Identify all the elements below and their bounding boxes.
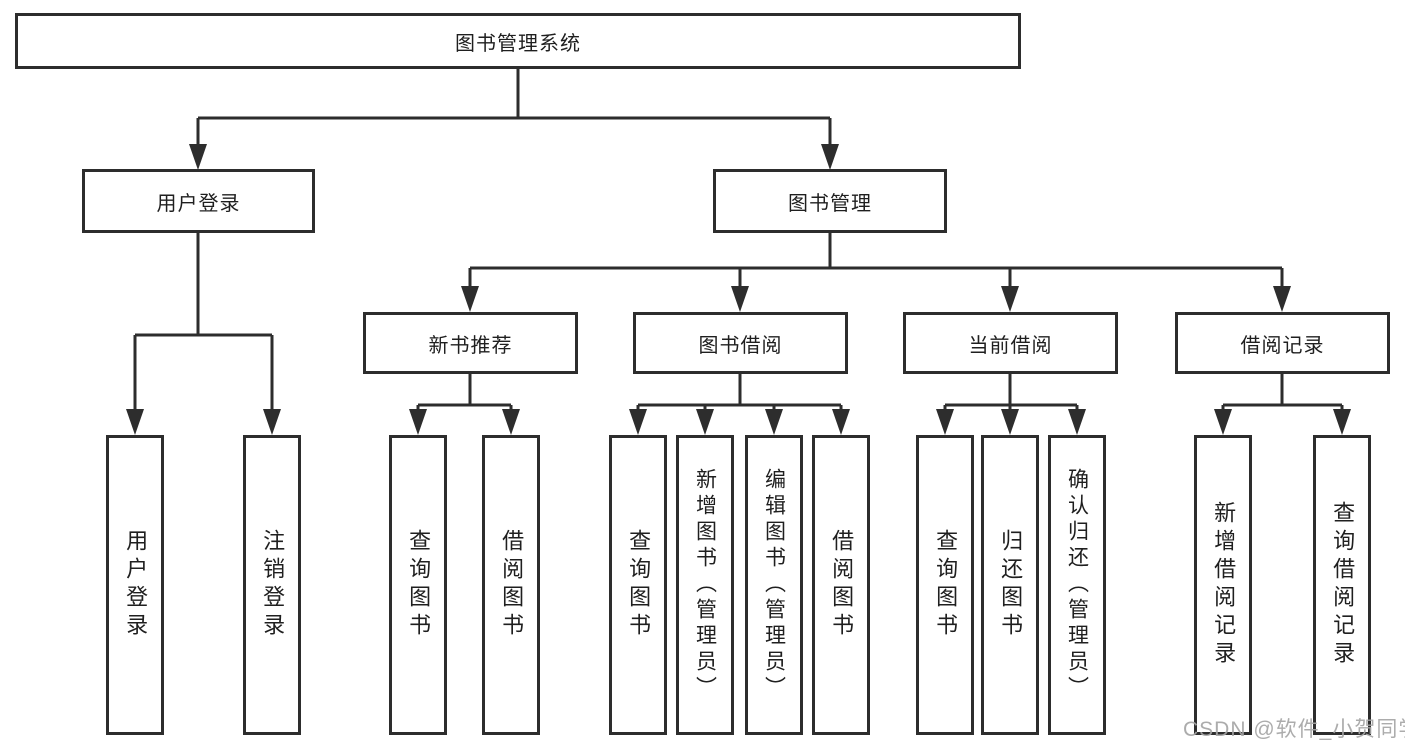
leaf-user-login: 用户登录 [106,435,164,735]
connector-borrow-records [1214,374,1351,435]
connector-new-book-recommend [409,374,520,435]
leaf-current-query-books: 查询图书 [916,435,974,735]
connector-book-management [461,233,1291,312]
node-borrow-records-label: 借阅记录 [1240,334,1325,357]
leaf-logout: 注销登录 [243,435,301,735]
node-book-management: 图书管理 [713,169,947,233]
connector-user-login [126,233,281,435]
leaf-current-query-books-label: 查询图书 [933,529,959,641]
node-current-borrow-label: 当前借阅 [968,334,1053,357]
node-book-management-label: 图书管理 [788,192,872,215]
leaf-query-borrow-record: 查询借阅记录 [1313,435,1371,735]
node-current-borrow: 当前借阅 [903,312,1118,374]
node-borrow-records: 借阅记录 [1175,312,1390,374]
leaf-borrow-query-books: 查询图书 [609,435,667,735]
leaf-add-books-admin-label: 新增图书（管理员） [693,468,717,702]
leaf-user-login-label: 用户登录 [123,529,149,641]
leaf-recommend-borrow-books: 借阅图书 [482,435,540,735]
leaf-edit-books-admin-label: 编辑图书（管理员） [762,468,786,702]
leaf-return-books: 归还图书 [981,435,1039,735]
leaf-confirm-return-admin-label: 确认归还（管理员） [1065,468,1089,702]
leaf-borrow-query-books-label: 查询图书 [626,529,652,641]
leaf-add-borrow-record: 新增借阅记录 [1194,435,1252,735]
leaf-query-borrow-record-label: 查询借阅记录 [1330,501,1356,669]
leaf-borrow-books: 借阅图书 [812,435,870,735]
leaf-recommend-query-books: 查询图书 [389,435,447,735]
leaf-confirm-return-admin: 确认归还（管理员） [1048,435,1106,735]
leaf-add-borrow-record-label: 新增借阅记录 [1211,501,1237,669]
leaf-recommend-borrow-books-label: 借阅图书 [499,529,525,641]
node-root-label: 图书管理系统 [455,32,581,55]
node-user-login: 用户登录 [82,169,315,233]
csdn-watermark: CSDN @软件_小贺同学 [1183,718,1405,741]
leaf-add-books-admin: 新增图书（管理员） [676,435,734,735]
node-book-borrow: 图书借阅 [633,312,848,374]
node-new-book-recommend-label: 新书推荐 [428,334,513,357]
leaf-edit-books-admin: 编辑图书（管理员） [745,435,803,735]
node-new-book-recommend: 新书推荐 [363,312,578,374]
connector-book-borrow [629,374,850,435]
leaf-recommend-query-books-label: 查询图书 [406,529,432,641]
node-book-borrow-label: 图书借阅 [698,334,783,357]
connector-root [189,69,839,170]
node-root: 图书管理系统 [15,13,1021,69]
leaf-return-books-label: 归还图书 [998,529,1024,641]
leaf-borrow-books-label: 借阅图书 [829,529,855,641]
node-user-login-label: 用户登录 [156,192,241,215]
connector-current-borrow [936,374,1086,435]
leaf-logout-label: 注销登录 [260,529,286,641]
